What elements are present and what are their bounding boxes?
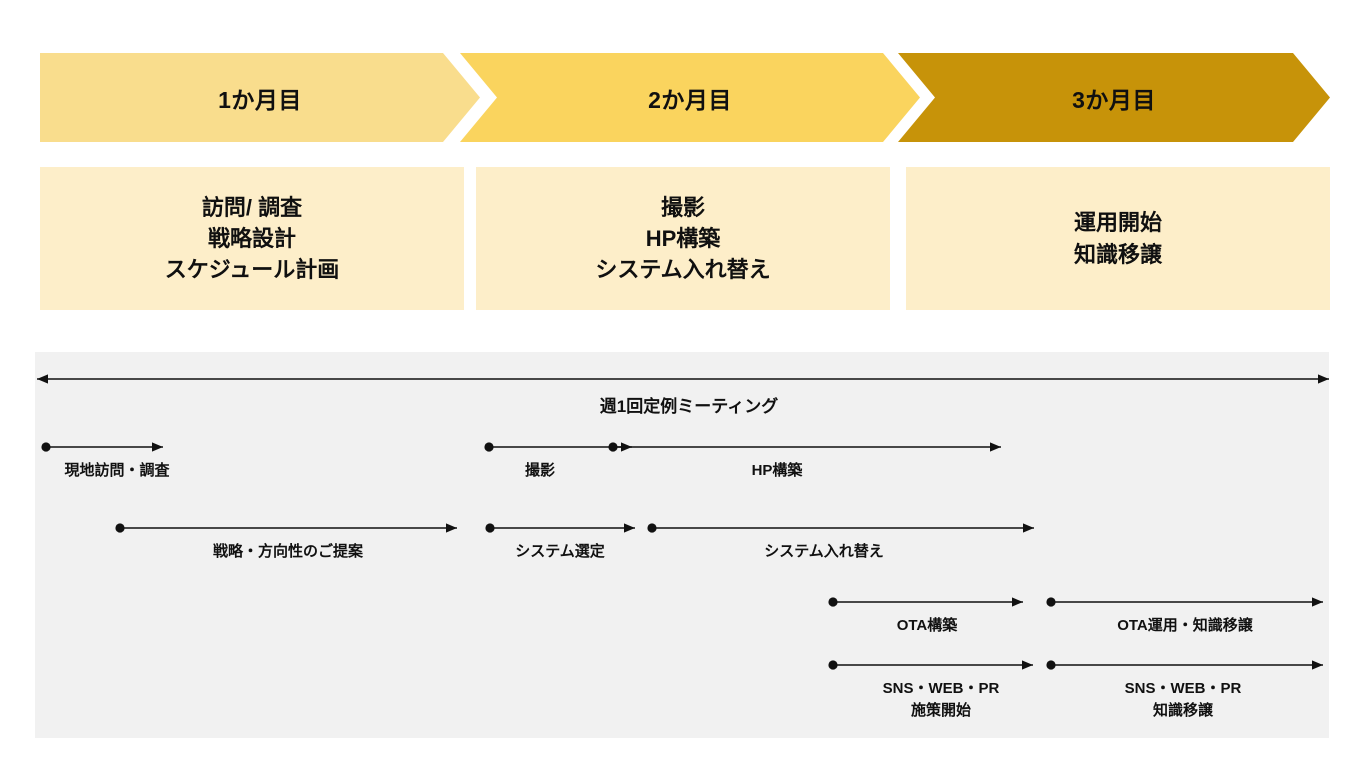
deliverable-line: 知識移譲	[1073, 241, 1162, 267]
phase-chevron-1[interactable]: 1か月目	[40, 53, 480, 142]
phase-chevron-3[interactable]: 3か月目	[898, 53, 1330, 142]
deliverable-line: 訪問/ 調査	[201, 194, 303, 220]
phase-chevron-3-label: 3か月目	[1072, 86, 1156, 113]
deliverable-box-2: 撮影 HP構築 システム入れ替え	[476, 167, 890, 310]
overall-meeting-label: 週1回定例ミーティング	[599, 397, 779, 416]
deliverable-line: スケジュール計画	[164, 257, 340, 283]
deliverable-line: 運用開始	[1073, 210, 1162, 236]
gantt-task-label: システム入れ替え	[764, 543, 884, 560]
gantt-task-label: 現地訪問・調査	[64, 462, 170, 479]
deliverable-line: システム入れ替え	[595, 257, 771, 283]
gantt-panel: 週1回定例ミーティング現地訪問・調査 撮影 HP構築戦略・方向性のご提案 システム選定…	[35, 352, 1329, 738]
gantt-arrows	[37, 374, 1329, 670]
gantt-task-label: HP構築	[751, 462, 803, 479]
gantt-task-label: システム選定	[515, 543, 605, 560]
gantt-task-label: 撮影	[524, 462, 556, 479]
deliverable-box-1: 訪問/ 調査 戦略設計 スケジュール計画	[40, 167, 464, 310]
phase-chevron-2-label: 2か月目	[648, 86, 732, 113]
gantt-task-label: OTA運用・知識移譲	[1117, 617, 1253, 634]
deliverable-line: 撮影	[660, 194, 705, 220]
phase-chevron-2[interactable]: 2か月目	[460, 53, 920, 142]
phase-chevron-1-label: 1か月目	[218, 86, 302, 113]
gantt-task-label: OTA構築	[896, 617, 958, 634]
deliverable-line: HP構築	[645, 225, 721, 251]
deliverable-box-3: 運用開始 知識移譲	[906, 167, 1330, 310]
deliverable-line: 戦略設計	[207, 225, 296, 251]
gantt-task-label: 戦略・方向性のご提案	[212, 543, 364, 560]
phase-chevron-row: 1か月目 2か月目 3か月目	[0, 0, 1359, 150]
